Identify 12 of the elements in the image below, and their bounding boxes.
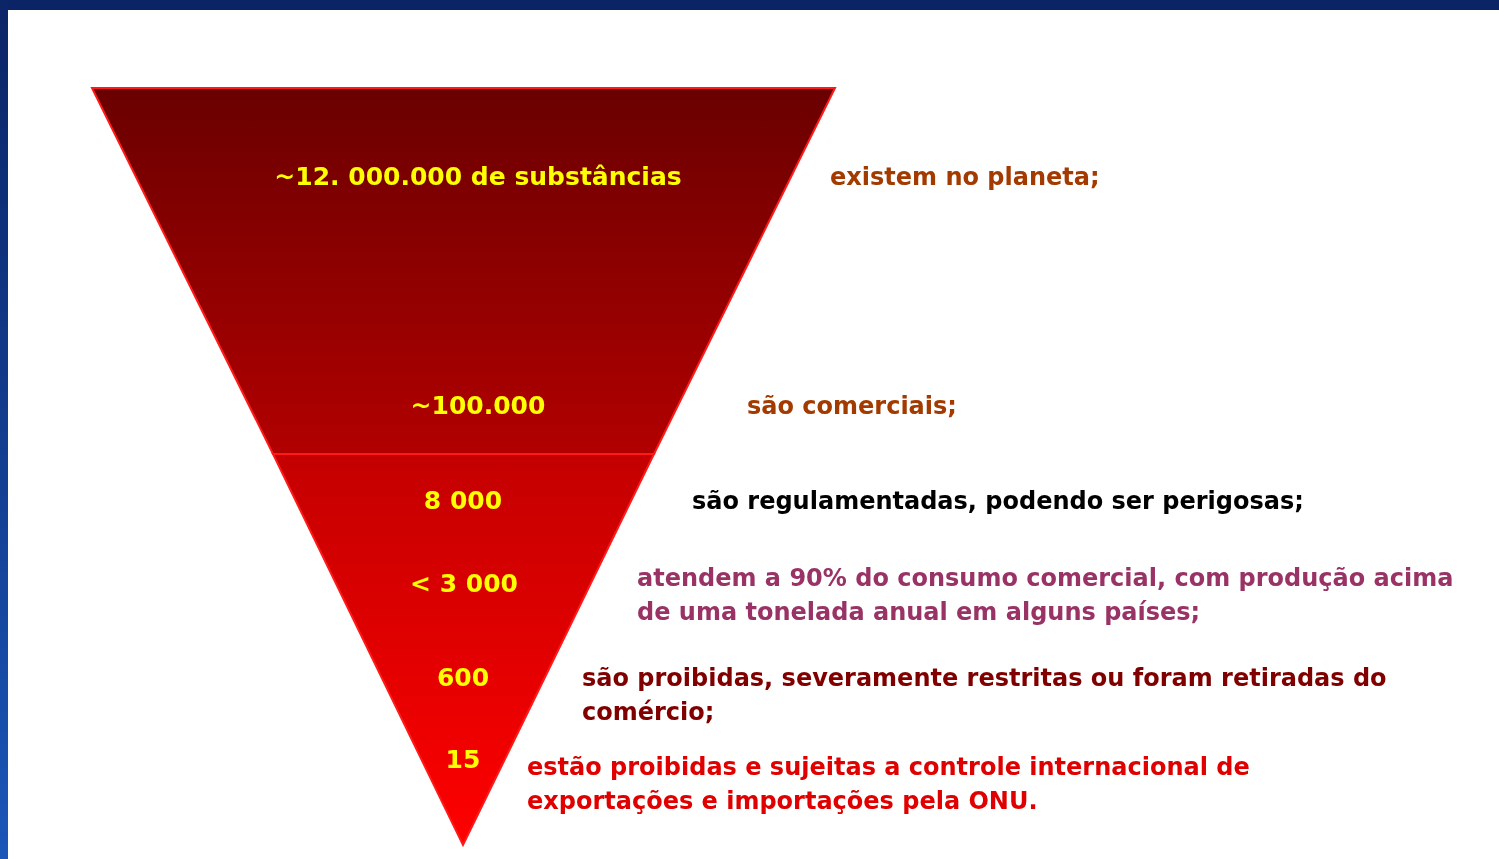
- quantity-label: < 3 000: [410, 568, 518, 600]
- quantity-label: 8 000: [423, 485, 503, 517]
- description-text: existem no planeta;: [830, 162, 1101, 193]
- description-text: estão proibidas e sujeitas a controle internacional de exportações e importações pela ONU.: [527, 752, 1251, 817]
- quantity-label: ~100.000: [410, 390, 546, 422]
- description-text: atendem a 90% do consumo comercial, com produção acima de uma tonelada anual em alguns países;: [637, 563, 1455, 628]
- description-text: são comerciais;: [747, 391, 958, 422]
- quantity-label: ~12. 000.000 de substâncias: [274, 161, 682, 193]
- description-text: são regulamentadas, podendo ser perigosas;: [692, 486, 1305, 517]
- description-text: são proibidas, severamente restritas ou foram retiradas do comércio;: [582, 663, 1388, 728]
- quantity-label: 15: [445, 744, 481, 776]
- quantity-label: 600: [436, 662, 490, 694]
